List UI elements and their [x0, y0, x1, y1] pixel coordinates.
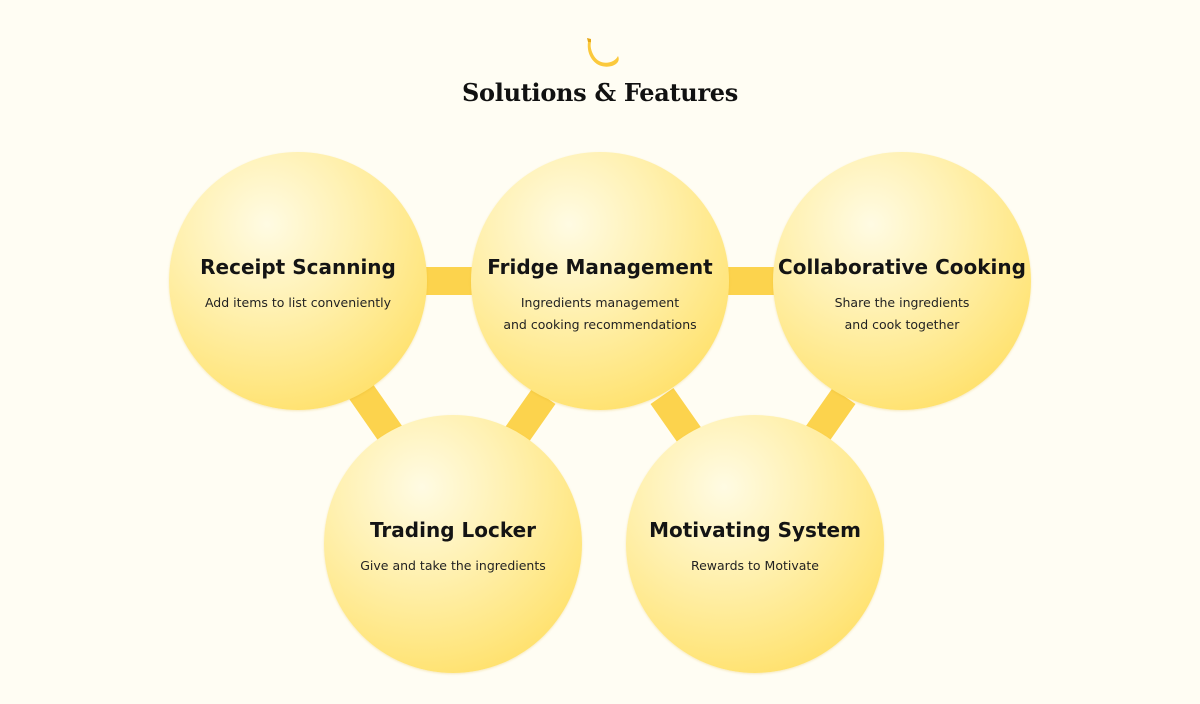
feature-title: Trading Locker: [369, 518, 537, 542]
page-title: Solutions & Features: [462, 78, 738, 107]
feature-description: Share the ingredients and cook together: [753, 292, 1051, 336]
feature-description-line: Share the ingredients: [834, 295, 970, 310]
feature-description-line: and cook together: [844, 317, 960, 332]
feature-description-line: Add items to list conveniently: [204, 295, 392, 310]
feature-circle-trading-locker: Trading Locker Give and take the ingredi…: [324, 415, 582, 673]
feature-circle-fridge-management: Fridge Management Ingredients management…: [471, 152, 729, 410]
connector-collab-motivating: [804, 387, 856, 445]
feature-description-line: Rewards to Motivate: [690, 558, 819, 573]
feature-description: Add items to list conveniently: [149, 292, 447, 314]
feature-title: Receipt Scanning: [200, 255, 396, 279]
feature-description: Rewards to Motivate: [606, 555, 904, 577]
feature-circle-collaborative-cooking: Collaborative Cooking Share the ingredie…: [773, 152, 1031, 410]
connector-fridge-motivating: [650, 387, 702, 445]
banana-icon: [587, 38, 619, 67]
feature-description: Give and take the ingredients: [304, 555, 602, 577]
feature-circle-receipt-scanning: Receipt Scanning Add items to list conve…: [169, 152, 427, 410]
feature-description-line: Ingredients management: [520, 295, 680, 310]
connector-fridge-trading: [504, 387, 556, 445]
feature-title: Fridge Management: [487, 255, 713, 279]
feature-description-line: and cooking recommendations: [503, 317, 697, 332]
feature-description-line: Give and take the ingredients: [360, 558, 546, 573]
feature-title: Collaborative Cooking: [778, 255, 1026, 279]
connector-receipt-trading: [348, 382, 404, 444]
feature-circle-motivating-system: Motivating System Rewards to Motivate: [626, 415, 884, 673]
feature-title: Motivating System: [649, 518, 861, 542]
feature-description: Ingredients management and cooking recom…: [451, 292, 749, 336]
